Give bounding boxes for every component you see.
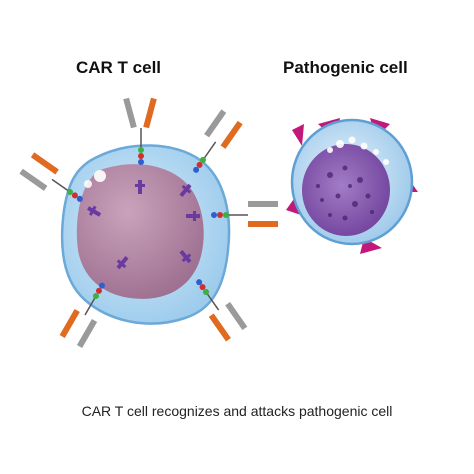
signal-molecule	[87, 205, 102, 217]
signal-molecule	[135, 180, 145, 194]
signal-molecule	[116, 255, 129, 270]
signal-molecule	[186, 211, 200, 221]
car-receptor	[196, 279, 248, 342]
signal-molecules	[87, 180, 200, 270]
car-receptor	[123, 97, 157, 165]
vesicle	[84, 180, 92, 188]
car-t-cell-label: CAR T cell	[76, 58, 162, 77]
pathogenic-cell	[286, 118, 418, 254]
car-receptor	[211, 201, 278, 227]
signal-molecule	[179, 183, 192, 198]
signal-molecule	[179, 249, 192, 264]
pathogen-nucleus	[302, 144, 390, 236]
car-receptor	[193, 109, 243, 173]
pathogen-vesicles	[327, 136, 389, 165]
antigen-spike	[292, 124, 304, 146]
car-receptor	[19, 152, 83, 202]
caption: CAR T cell recognizes and attacks pathog…	[81, 403, 393, 419]
pathogenic-cell-label: Pathogenic cell	[283, 58, 408, 77]
car-receptors	[19, 97, 278, 349]
car-t-cell-nucleus	[76, 164, 204, 299]
car-t-cell	[60, 144, 231, 325]
car-receptor	[59, 282, 105, 349]
pathogen-granules	[316, 165, 374, 221]
vesicle	[94, 170, 106, 182]
